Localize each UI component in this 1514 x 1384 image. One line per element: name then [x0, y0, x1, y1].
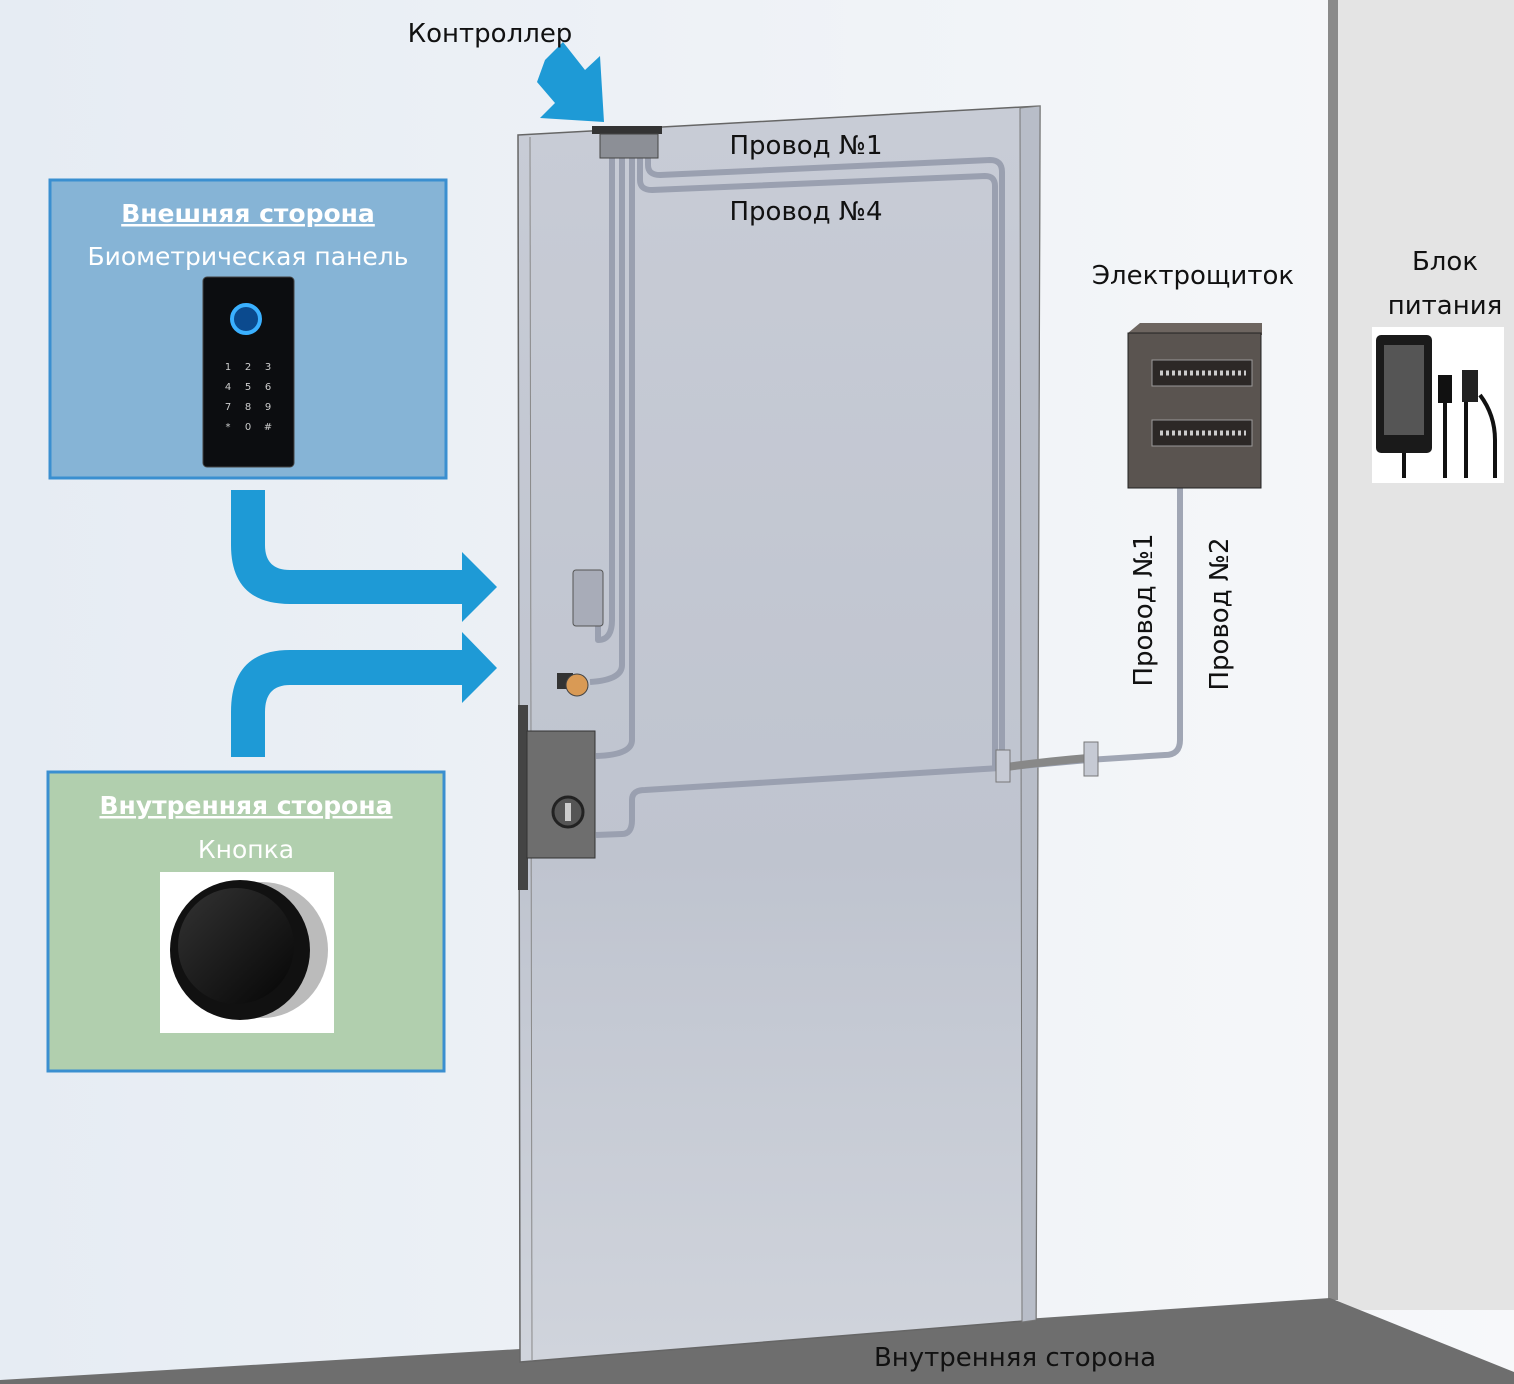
- power-supply-image: [1372, 327, 1504, 483]
- svg-text:#: #: [264, 422, 272, 433]
- wire2-side-label: Провод №2: [1205, 537, 1235, 690]
- svg-text:9: 9: [265, 402, 271, 413]
- wire1-side-label: Провод №1: [1129, 533, 1159, 686]
- svg-text:3: 3: [265, 362, 271, 373]
- outer-to-door-arrow: [231, 490, 497, 622]
- wall: [1337, 0, 1514, 1310]
- exit-button-image: [160, 872, 334, 1033]
- controller-device: [592, 126, 662, 159]
- inner-to-door-arrow: [231, 632, 497, 757]
- power-supply-label-1: Блок: [1412, 247, 1478, 277]
- power-supply-label-2: питания: [1388, 291, 1503, 321]
- svg-text:*: *: [226, 422, 231, 433]
- arrows: [231, 42, 604, 757]
- outer-side-box: Внешняя сторона Биометрическая панель 1 2…: [48, 178, 448, 480]
- svg-text:4: 4: [225, 382, 231, 393]
- wire-clamp: [995, 749, 1011, 783]
- electrical-panel: [1127, 323, 1262, 489]
- svg-text:1: 1: [225, 362, 231, 373]
- controller-arrow: [537, 42, 604, 122]
- controller-label: Контроллер: [408, 19, 573, 49]
- electric-lock: [518, 705, 596, 890]
- wire-clamp: [1083, 741, 1099, 777]
- door-module: [572, 569, 604, 627]
- keypad: 1 2 3 4 5 6 7 8 9 * 0 #: [225, 362, 272, 433]
- svg-text:5: 5: [245, 382, 251, 393]
- svg-text:6: 6: [265, 382, 271, 393]
- inner-side-box: Внутренняя сторона Кнопка: [46, 770, 446, 1073]
- svg-text:7: 7: [225, 402, 231, 413]
- outer-box-subtitle: Биометрическая панель: [87, 242, 408, 271]
- wall-corner: [1328, 0, 1338, 1300]
- floor-inner-side-label: Внутренняя сторона: [874, 1343, 1156, 1373]
- door-button: [557, 673, 589, 697]
- inner-box-title: Внутренняя сторона: [99, 791, 392, 820]
- svg-text:2: 2: [245, 362, 251, 373]
- inner-box-subtitle: Кнопка: [198, 835, 294, 864]
- svg-text:8: 8: [245, 402, 251, 413]
- biometric-panel-image: 1 2 3 4 5 6 7 8 9 * 0 #: [202, 276, 295, 468]
- door: [517, 105, 1041, 1363]
- wire4-label: Провод №4: [729, 197, 882, 227]
- electrical-panel-label: Электрощиток: [1092, 261, 1294, 291]
- outer-box-title: Внешняя сторона: [121, 199, 375, 228]
- wires: [589, 150, 1183, 838]
- svg-text:0: 0: [245, 422, 251, 433]
- wire1-top-label: Провод №1: [729, 131, 882, 161]
